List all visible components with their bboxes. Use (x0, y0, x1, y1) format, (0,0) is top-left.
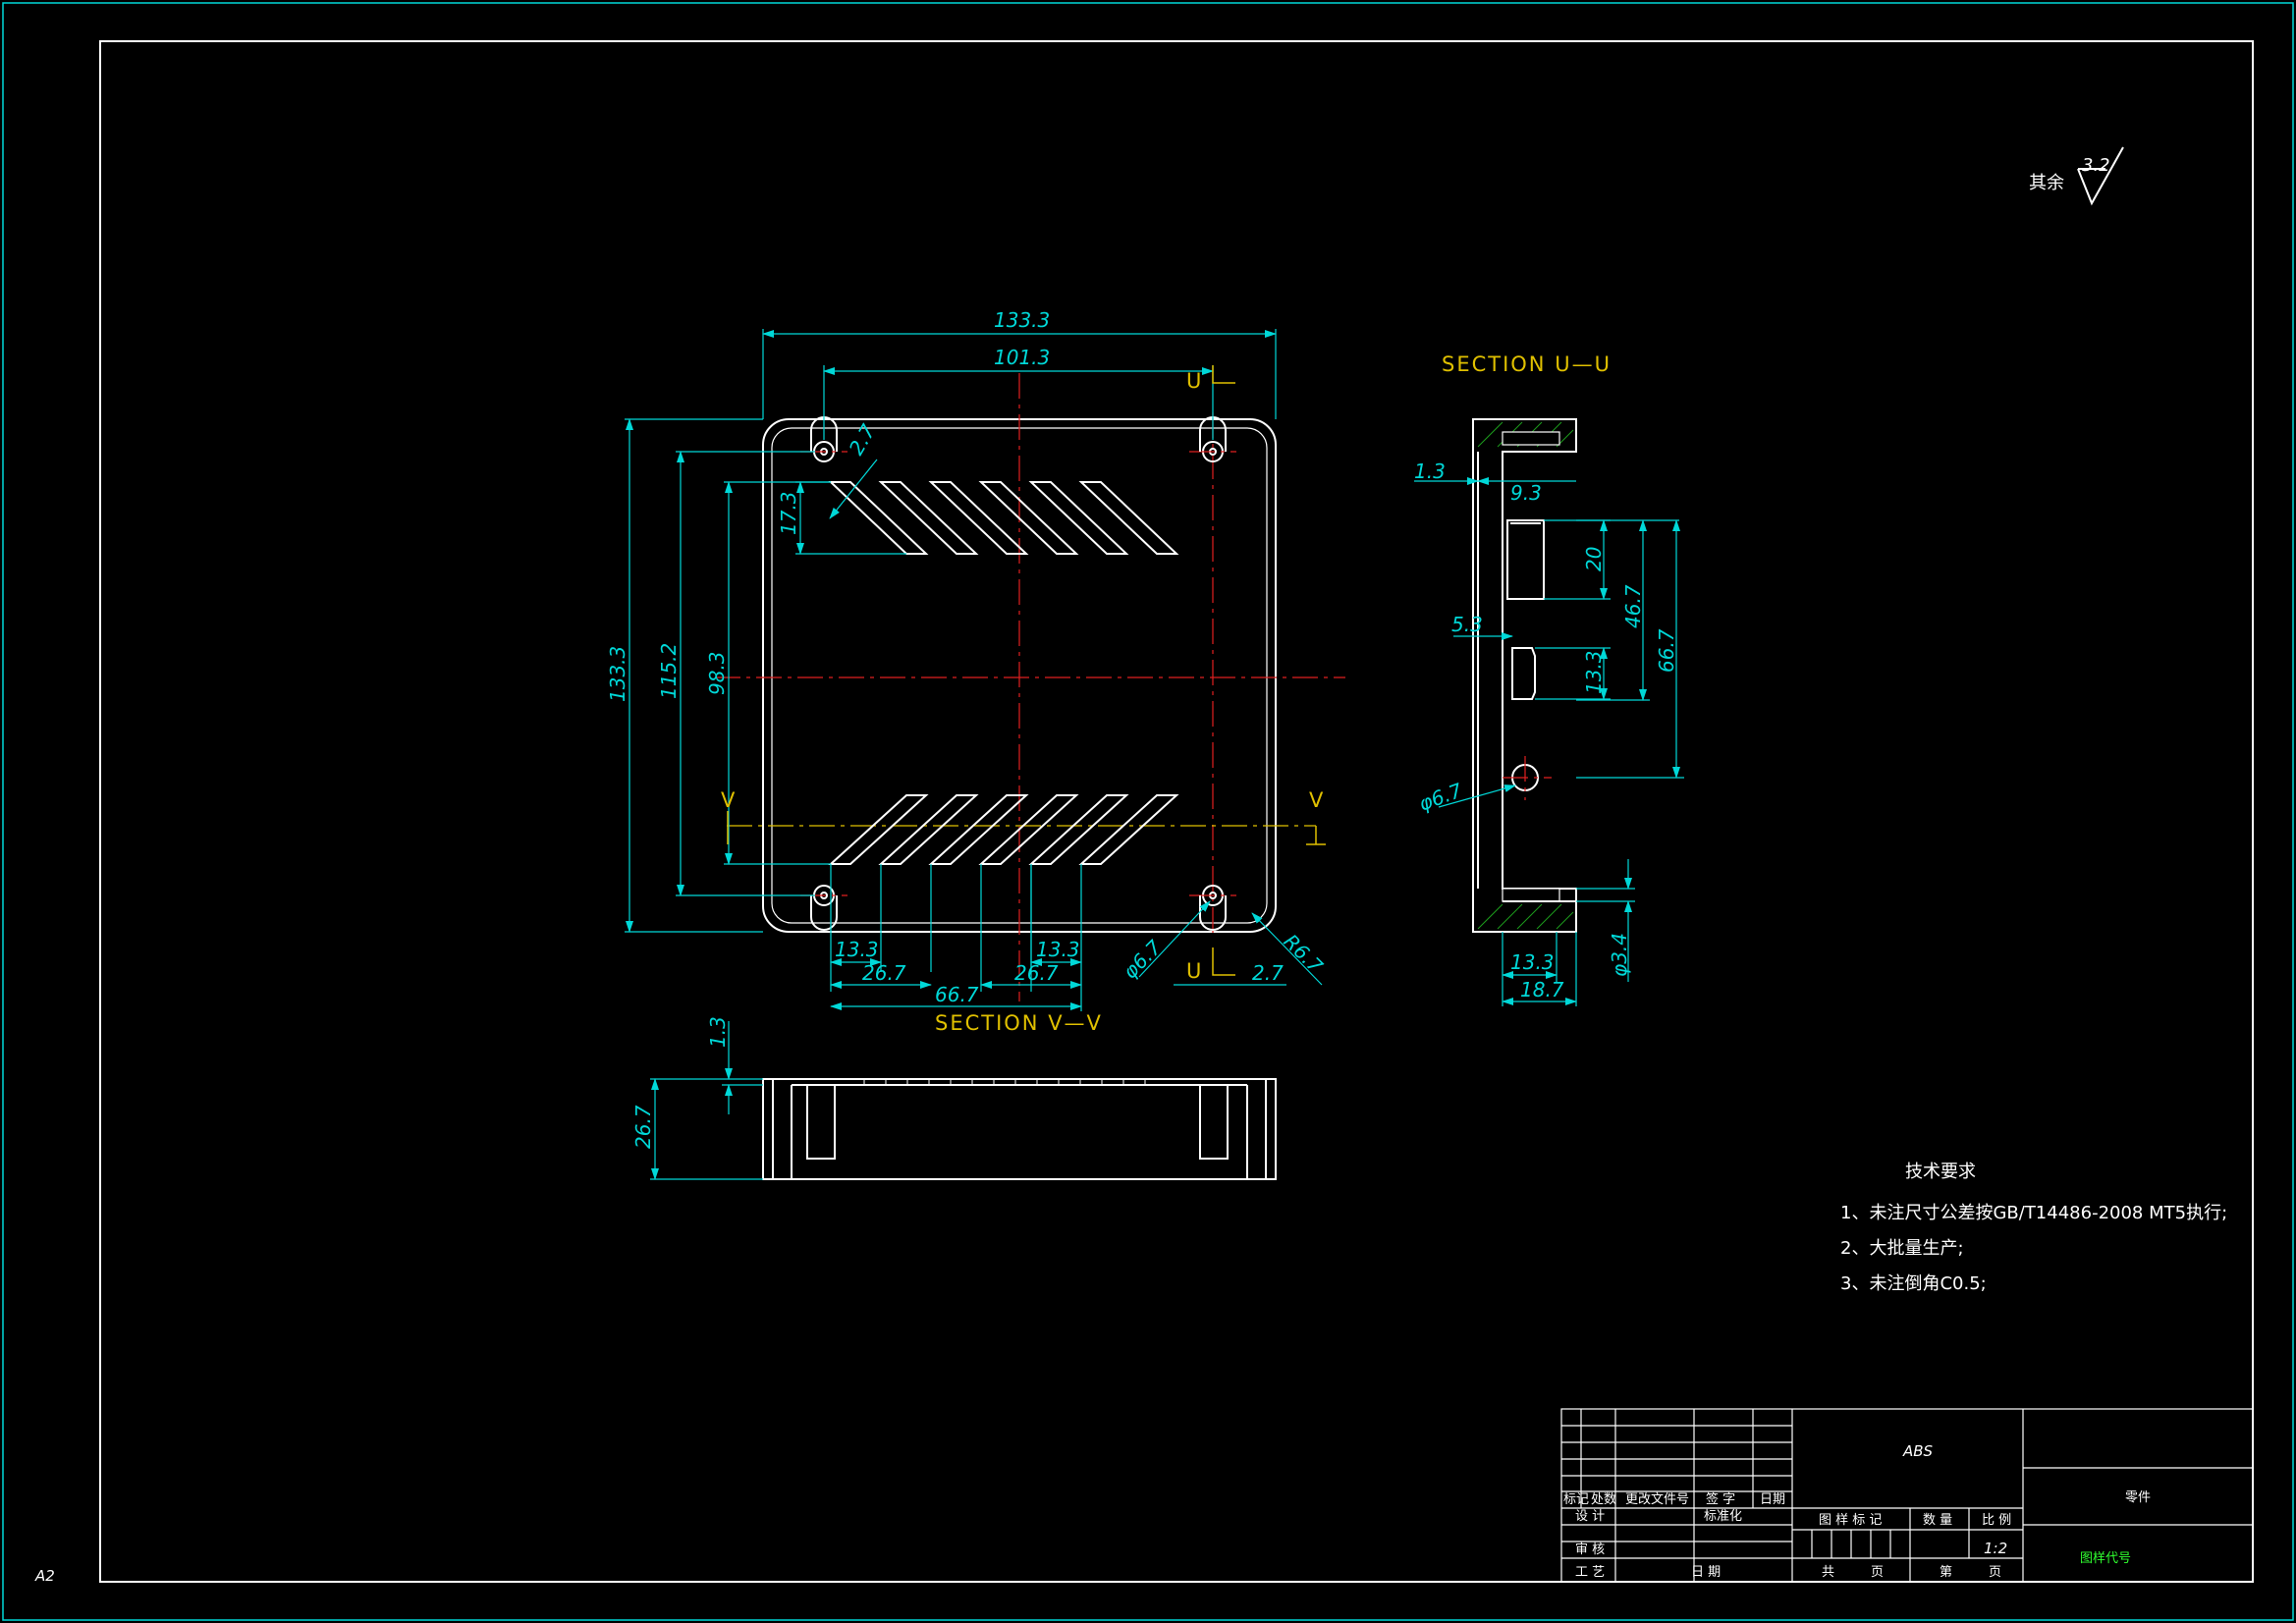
dim-side-width-13: 13.3 (1510, 950, 1555, 974)
tb-page: 页 (1871, 1565, 1884, 1580)
side-rect-port (1506, 519, 1545, 600)
dim-slot-depth: 17.3 (777, 491, 800, 535)
tb-ratio: 比 例 (1982, 1513, 2011, 1528)
tech-note-3: 3、未注倒角C0.5; (1840, 1273, 1987, 1294)
hatch-top (1477, 421, 1574, 448)
cut-label-u-bottom: U (1186, 959, 1203, 983)
surface-finish-value: 3.2 (2082, 155, 2110, 176)
tb-total: 共 (1822, 1565, 1834, 1580)
tb-mark: 标记 (1563, 1492, 1589, 1507)
title-block: 标记 处数 更改文件号 签 字 日期 设 计 标准化 审 核 工 艺 日 期 A… (1560, 1408, 2254, 1583)
inner-frame (99, 40, 2254, 1583)
section-uu-title: SECTION U—U (1442, 352, 1612, 376)
bottom-view-section-vv: 1.3 26.7 (631, 1016, 1277, 1180)
tech-note-2: 2、大批量生产; (1840, 1238, 1964, 1259)
front-view: 133.3 101.3 U 133.3 115.2 98.3 17.3 2.7 … (606, 308, 1345, 1035)
tb-standard: 标准化 (1704, 1509, 1742, 1524)
dim-bottom-13a: 13.3 (835, 938, 879, 961)
tb-drawing-no: 图样代号 (2080, 1551, 2131, 1566)
surface-finish-prefix: 其余 (2029, 173, 2064, 193)
tb-change-doc: 更改文件号 (1625, 1492, 1689, 1507)
tb-material: ABS (1902, 1442, 1934, 1460)
tb-part-name: 零件 (2125, 1490, 2151, 1505)
dim-height-115: 115.2 (657, 643, 681, 699)
bottom-outline (762, 1078, 1277, 1180)
dim-slot-width: 2.7 (845, 420, 881, 460)
dim-bottom-13b: 13.3 (1036, 938, 1080, 961)
mount-hole-br (1189, 885, 1236, 931)
tb-date: 日期 (1760, 1492, 1785, 1507)
side-view-section-uu: SECTION U—U (1414, 352, 1684, 1006)
surface-finish-symbol: 其余 3.2 (2029, 146, 2124, 206)
hatch-bottom (1477, 888, 1576, 930)
dim-side-rect-20: 20 (1582, 547, 1606, 571)
dim-side-66: 66.7 (1655, 628, 1678, 673)
tb-page2: 页 (1989, 1565, 2001, 1580)
sheet-size: A2 (34, 1567, 55, 1585)
dim-side-wall: 1.3 (1414, 460, 1446, 483)
dim-corner-radius: R6.7 (1279, 930, 1327, 978)
dim-side-46: 46.7 (1621, 584, 1645, 628)
tech-notes: 技术要求 1、未注尺寸公差按GB/T14486-2008 MT5执行; 2、大批… (1840, 1162, 2227, 1294)
dim-side-port-13: 13.3 (1582, 650, 1606, 694)
dim-side-port-5: 5.3 (1451, 613, 1483, 636)
cut-label-u-top: U (1186, 369, 1203, 393)
tb-figure-mark: 图 样 标 记 (1819, 1513, 1882, 1528)
bottom-vent-slots (828, 794, 1179, 865)
dim-bottom-26a: 26.7 (862, 961, 906, 985)
dim-side-boss: 9.3 (1510, 481, 1542, 505)
tb-scale: 1:2 (1984, 1540, 2007, 1557)
dim-side-hole-3: φ3.4 (1608, 933, 1631, 977)
section-vv-title: SECTION V—V (935, 1011, 1103, 1035)
side-usb-port (1511, 647, 1536, 700)
dim-side-width-18: 18.7 (1520, 978, 1564, 1001)
bottom-boss-right (1199, 1084, 1229, 1160)
cut-label-v-right: V (1309, 788, 1325, 812)
tb-date2: 日 期 (1691, 1565, 1721, 1580)
bottom-boss-left (806, 1084, 836, 1160)
dim-height-98: 98.3 (705, 651, 729, 695)
tech-notes-title: 技术要求 (1905, 1162, 1976, 1182)
dim-bottom-thickness: 1.3 (706, 1016, 730, 1048)
dim-edge-offset: 2.7 (1252, 961, 1284, 985)
dim-bottom-height: 26.7 (631, 1105, 655, 1149)
cut-label-v-left: V (721, 788, 737, 812)
dim-front-hole-dia: φ6.7 (1119, 936, 1167, 984)
tb-design: 设 计 (1575, 1509, 1605, 1524)
tech-note-1: 1、未注尺寸公差按GB/T14486-2008 MT5执行; (1840, 1203, 2227, 1223)
dim-width-overall: 133.3 (994, 308, 1050, 332)
tb-review: 审 核 (1575, 1542, 1605, 1557)
tb-count: 处数 (1591, 1492, 1616, 1507)
dim-height-overall: 133.3 (606, 646, 629, 702)
dim-side-hole-dia: φ6.7 (1416, 779, 1466, 816)
top-vent-slots (828, 481, 1179, 555)
dim-hole-spacing: 101.3 (994, 346, 1050, 369)
tb-qty: 数 量 (1923, 1513, 1952, 1528)
tb-sign: 签 字 (1706, 1491, 1735, 1507)
dim-bottom-66: 66.7 (935, 983, 979, 1006)
tb-sheet: 第 (1940, 1565, 1952, 1580)
dim-bottom-26b: 26.7 (1014, 961, 1059, 985)
tb-process: 工 艺 (1575, 1565, 1605, 1580)
